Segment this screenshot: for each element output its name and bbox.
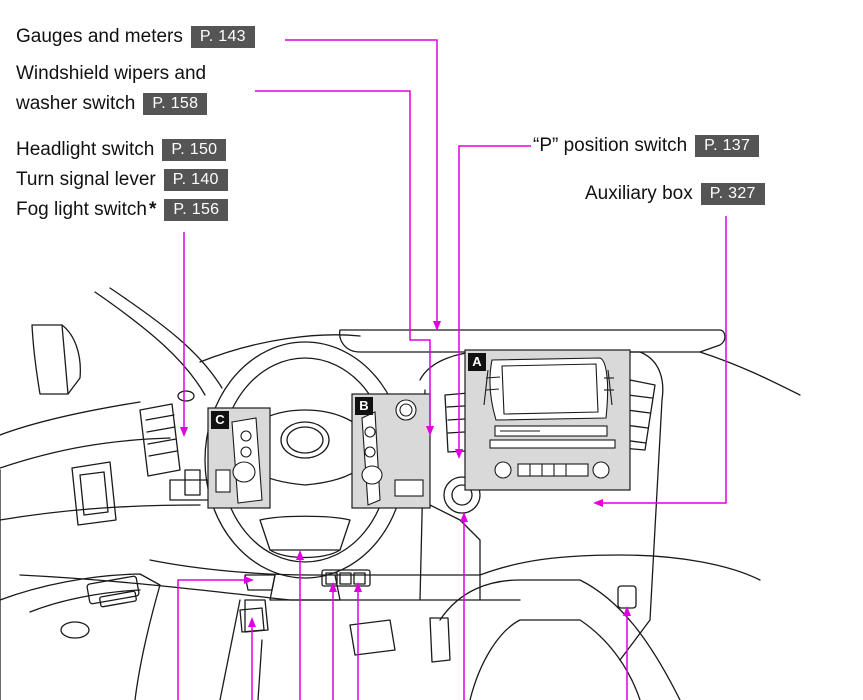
callout-headlight-label: Headlight switch xyxy=(16,139,155,160)
auxiliary-box-page-link[interactable]: P. 327 xyxy=(700,183,765,205)
callout-wipers-label-line1: Windshield wipers and xyxy=(16,63,207,84)
inset-tag-c: C xyxy=(211,411,229,429)
gauges-page-link[interactable]: P. 143 xyxy=(190,26,255,48)
wipers-page-link[interactable]: P. 158 xyxy=(143,93,208,115)
inset-tag-b: B xyxy=(355,397,373,415)
callout-wipers-label-line2: washer switch xyxy=(16,93,136,114)
callout-fog-light: Fog light switch * P. 156 xyxy=(16,198,229,222)
callout-auxiliary-box: Auxiliary box P. 327 xyxy=(585,182,765,206)
callout-p-position-label: “P” position switch xyxy=(533,135,688,156)
callout-turn-signal: Turn signal lever P. 140 xyxy=(16,168,228,192)
callout-wipers-line1: Windshield wipers and xyxy=(16,62,206,86)
inset-tag-a: A xyxy=(468,353,486,371)
callout-p-position: “P” position switch P. 137 xyxy=(533,134,760,158)
fog-light-page-link[interactable]: P. 156 xyxy=(164,199,229,221)
callout-turn-signal-label: Turn signal lever xyxy=(16,169,156,190)
callout-gauges-label: Gauges and meters xyxy=(16,26,183,47)
fog-light-asterisk: * xyxy=(148,199,157,220)
callout-wipers-line2: washer switch P. 158 xyxy=(16,92,208,116)
p-position-page-link[interactable]: P. 137 xyxy=(695,135,760,157)
headlight-page-link[interactable]: P. 150 xyxy=(162,139,227,161)
turn-signal-page-link[interactable]: P. 140 xyxy=(163,169,228,191)
callout-fog-light-label: Fog light switch xyxy=(16,199,147,220)
callout-headlight: Headlight switch P. 150 xyxy=(16,138,227,162)
callout-gauges: Gauges and meters P. 143 xyxy=(16,25,255,49)
callout-auxiliary-box-label: Auxiliary box xyxy=(585,183,693,204)
